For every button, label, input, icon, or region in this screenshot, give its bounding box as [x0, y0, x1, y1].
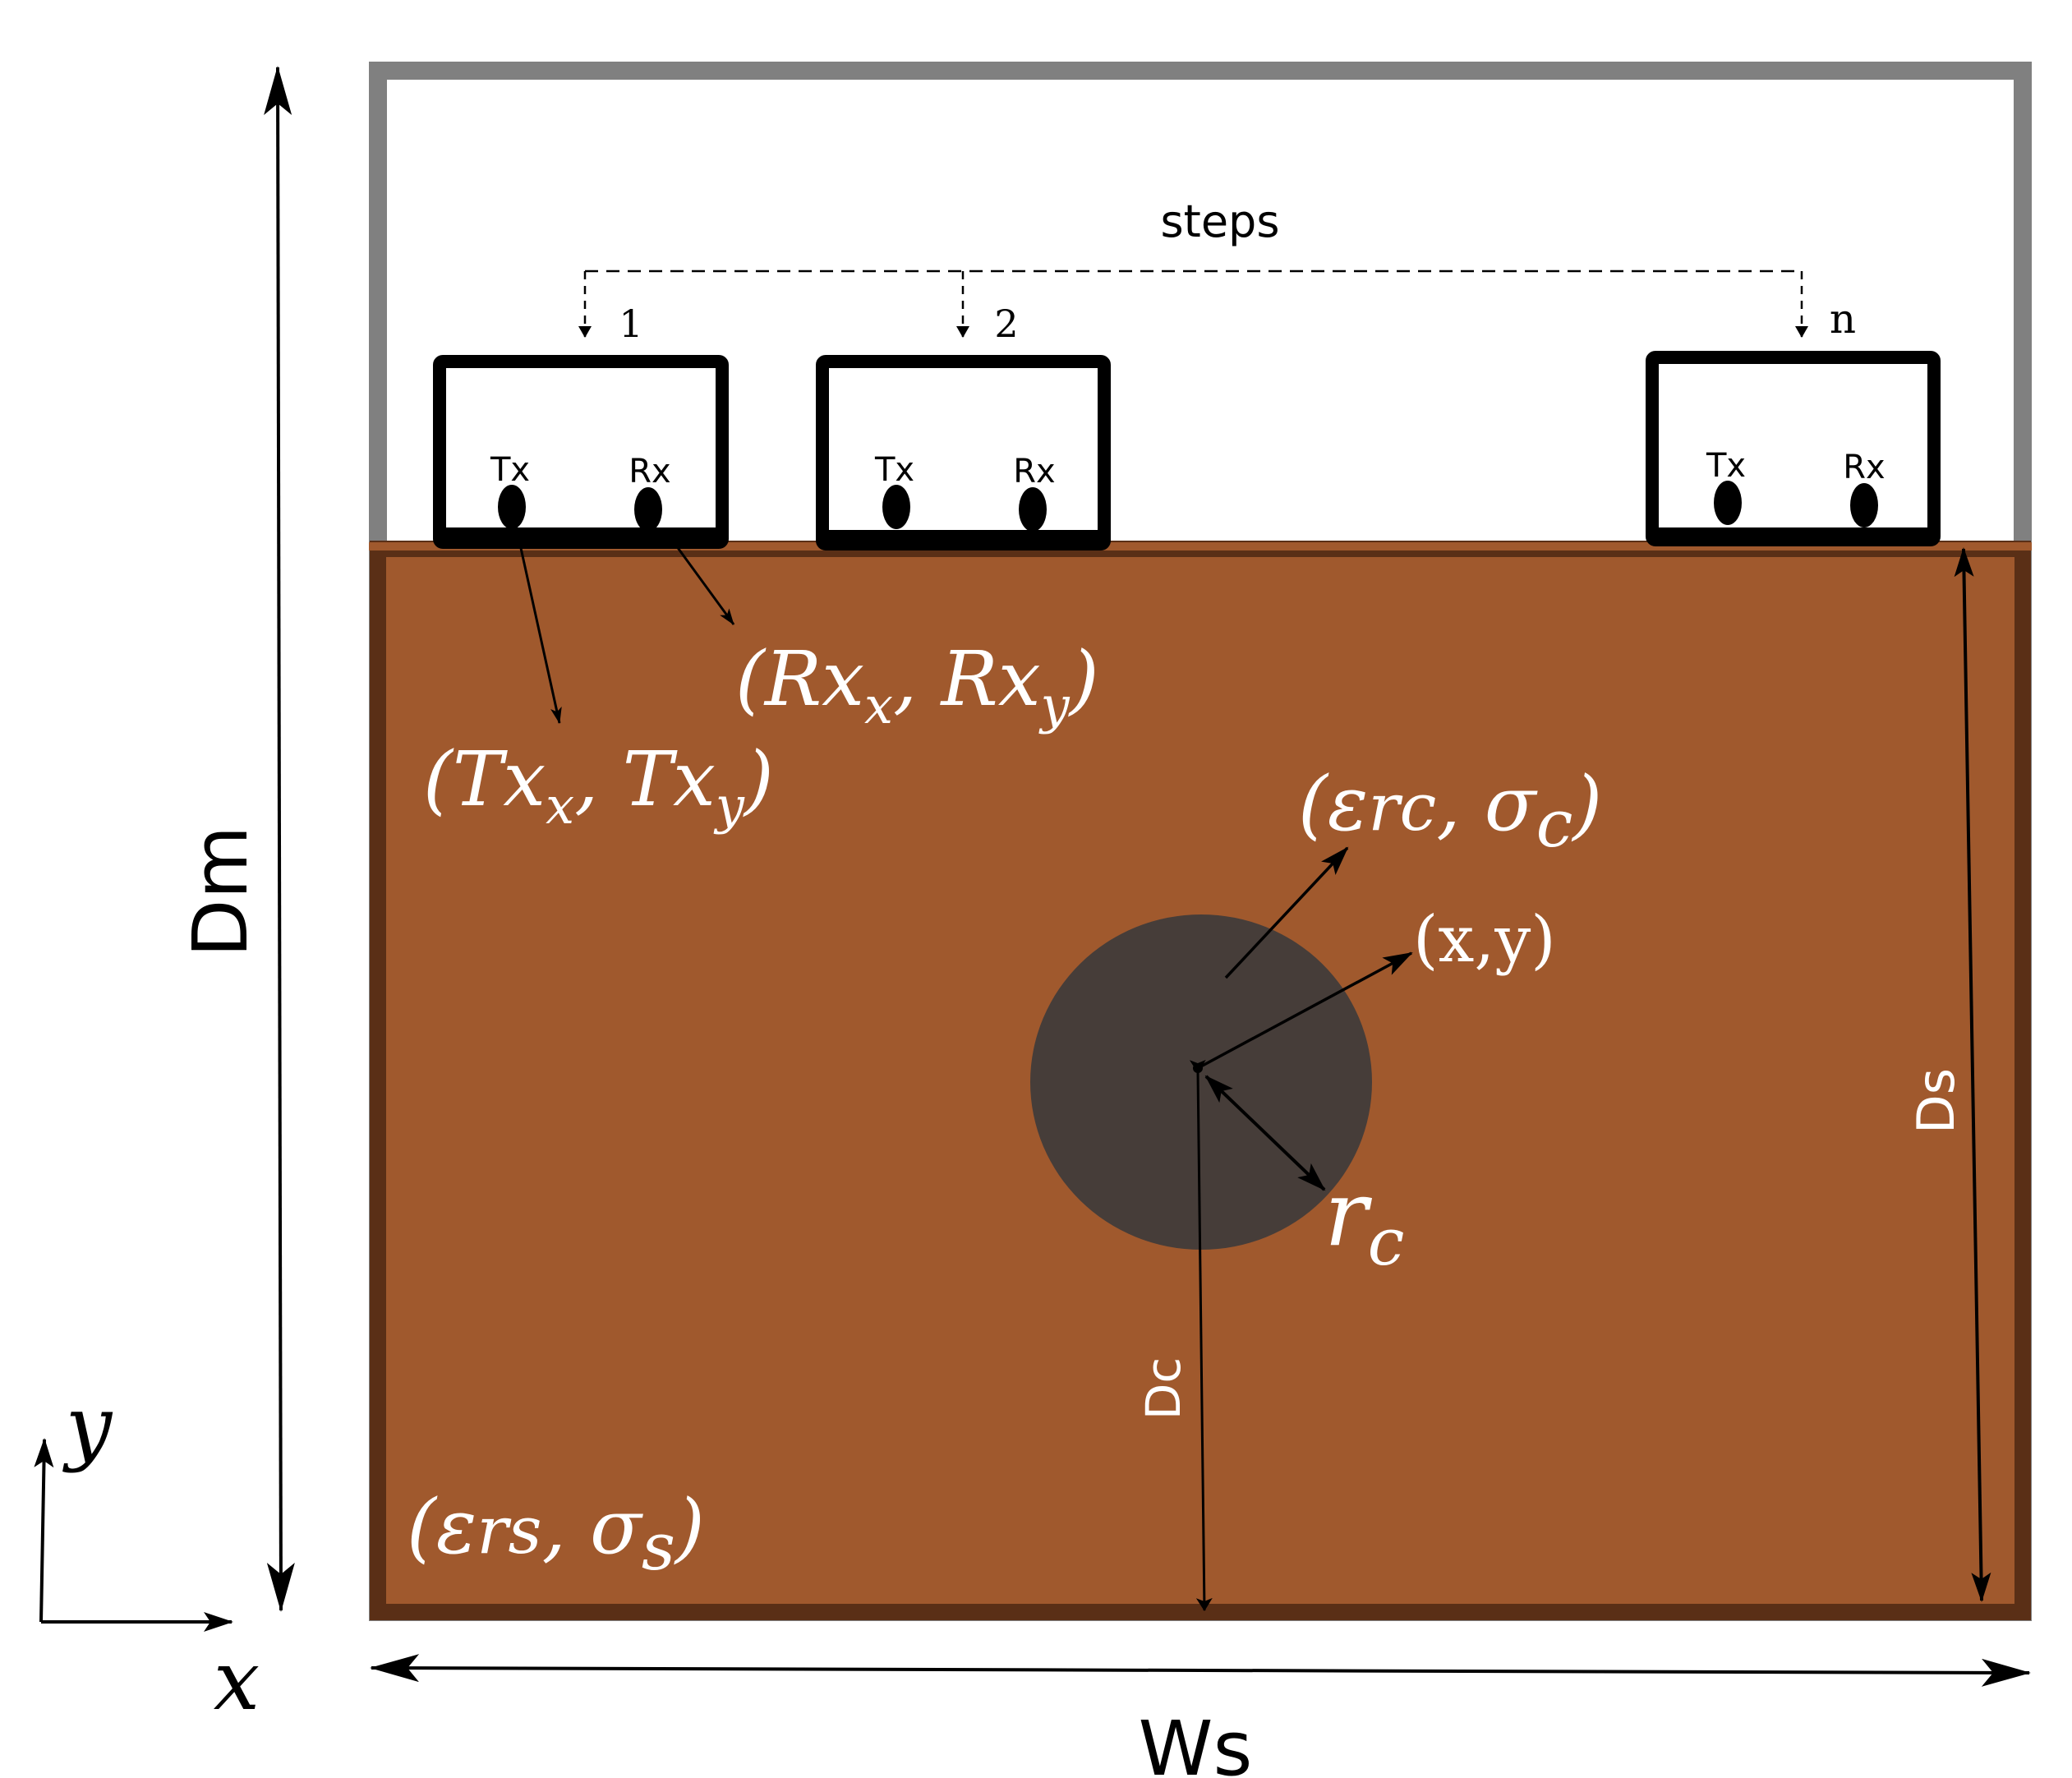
receiver-icon: [1850, 483, 1878, 527]
tx-label: Tx: [490, 451, 530, 489]
antenna-unit-2: [816, 355, 1111, 550]
rx-coordinate-label: (Rxx, Rxy): [735, 635, 1099, 735]
ds-label: Ds: [1906, 1068, 1966, 1134]
rx-label: Rx: [629, 453, 670, 491]
step-2-label: 2: [994, 302, 1018, 346]
step-n-label: n: [1830, 295, 1856, 343]
antenna-unit-1: [433, 355, 729, 549]
transmitter-icon: [882, 485, 910, 529]
tx-coordinate-label: (Txx, Txy): [423, 735, 774, 836]
rx-label: Rx: [1843, 449, 1885, 486]
steps-indicator: [578, 269, 1808, 338]
dm-dimension-line: [264, 66, 295, 1612]
radius-arrow: [1204, 1075, 1326, 1191]
receiver-icon: [1019, 487, 1047, 532]
transmitter-icon: [498, 485, 526, 529]
cylinder-properties-label: (εrc, σc): [1298, 760, 1602, 862]
y-axis-arrow: [34, 1438, 54, 1623]
step-1-label: 1: [619, 302, 642, 346]
radius-label: rc: [1324, 1161, 1404, 1280]
x-axis-label: x: [214, 1633, 260, 1729]
dm-label: Dm: [177, 826, 265, 957]
ws-dimension-line: [370, 1654, 2031, 1687]
ds-dimension-line: [1954, 547, 1991, 1602]
rx-label: Rx: [1013, 453, 1055, 491]
soil-properties-label: (εrs, σs): [407, 1483, 705, 1585]
antenna-unit-n: [1646, 351, 1941, 546]
ws-label: Ws: [1139, 1705, 1253, 1778]
steps-label: steps: [1161, 196, 1280, 247]
buried-cylinder: [1030, 914, 1372, 1250]
tx-label: Tx: [874, 451, 914, 489]
rx-pointer-arrow: [668, 536, 735, 625]
receiver-icon: [634, 487, 662, 532]
dc-dimension-line: [1189, 1059, 1213, 1611]
center-coordinate-label: (x,y): [1413, 903, 1556, 977]
coordinate-axes: x y: [34, 1378, 260, 1729]
transmitter-icon: [1714, 481, 1742, 525]
dc-label: Dc: [1135, 1357, 1191, 1421]
center-coordinate-arrow: [1197, 951, 1413, 1070]
y-axis-label: y: [62, 1378, 113, 1474]
cylinder-properties-arrow: [1224, 846, 1349, 979]
tx-label: Tx: [1706, 447, 1746, 485]
tx-pointer-arrow: [514, 525, 562, 724]
